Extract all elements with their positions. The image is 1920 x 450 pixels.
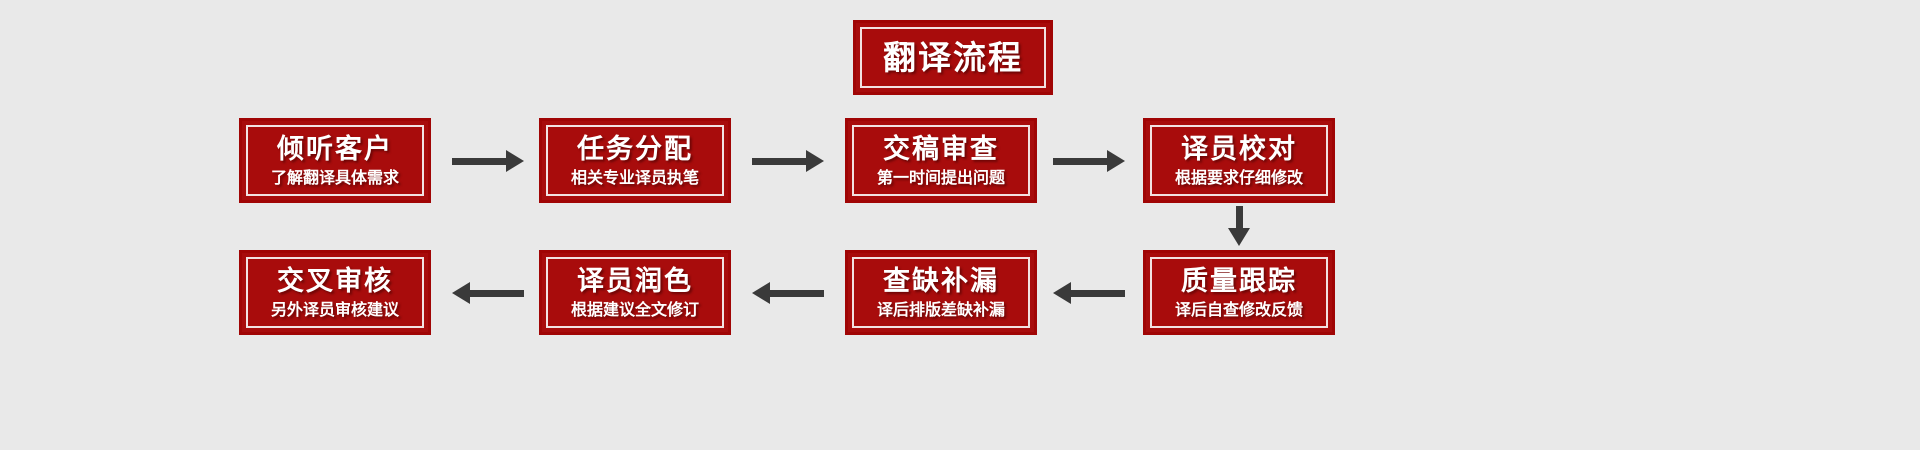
process-node-7[interactable]: 译员润色 根据建议全文修订	[537, 248, 733, 337]
arrow-shaft	[1071, 289, 1125, 297]
arrow-head	[1107, 150, 1125, 172]
process-node-8-subtitle: 另外译员审核建议	[270, 299, 399, 319]
arrow-left-icon-6-to-7	[752, 282, 824, 304]
process-node-5[interactable]: 质量跟踪 译后自查修改反馈	[1141, 248, 1337, 337]
process-node-2-subtitle: 相关专业译员执笔	[570, 167, 699, 187]
arrow-left-icon-7-to-8	[452, 282, 524, 304]
arrow-head	[1228, 228, 1250, 246]
arrow-shaft	[452, 157, 506, 165]
arrow-right-icon-1-to-2	[452, 150, 524, 172]
process-node-5-heading: 质量跟踪	[1181, 265, 1297, 297]
process-node-4[interactable]: 译员校对 根据要求仔细修改	[1141, 116, 1337, 205]
process-node-1-subtitle: 了解翻译具体需求	[270, 167, 399, 187]
arrow-head	[806, 150, 824, 172]
process-node-7-heading: 译员润色	[577, 265, 693, 297]
diagram-title-text: 翻译流程	[883, 38, 1023, 77]
arrow-head	[1053, 282, 1071, 304]
arrow-head	[752, 282, 770, 304]
arrow-shaft	[770, 289, 824, 297]
arrow-shaft	[752, 157, 806, 165]
process-node-3[interactable]: 交稿审查 第一时间提出问题	[843, 116, 1039, 205]
process-node-6-subtitle: 译后排版差缺补漏	[876, 299, 1005, 319]
process-node-5-subtitle: 译后自查修改反馈	[1174, 299, 1303, 319]
process-node-7-subtitle: 根据建议全文修订	[570, 299, 699, 319]
arrow-head	[506, 150, 524, 172]
process-node-4-subtitle: 根据要求仔细修改	[1174, 167, 1303, 187]
process-node-8-heading: 交叉审核	[277, 265, 393, 297]
process-node-2[interactable]: 任务分配 相关专业译员执笔	[537, 116, 733, 205]
arrow-right-icon-2-to-3	[752, 150, 824, 172]
process-node-1-heading: 倾听客户	[277, 133, 393, 165]
arrow-right-icon-3-to-4	[1053, 150, 1125, 172]
process-node-1[interactable]: 倾听客户 了解翻译具体需求	[237, 116, 433, 205]
arrow-shaft	[470, 289, 524, 297]
arrow-head	[452, 282, 470, 304]
arrow-left-icon-5-to-6	[1053, 282, 1125, 304]
process-node-3-subtitle: 第一时间提出问题	[876, 167, 1005, 187]
process-node-8[interactable]: 交叉审核 另外译员审核建议	[237, 248, 433, 337]
process-node-6-heading: 查缺补漏	[883, 265, 999, 297]
arrow-shaft	[1053, 157, 1107, 165]
arrow-down-icon-4-to-5	[1228, 206, 1250, 246]
process-node-6[interactable]: 查缺补漏 译后排版差缺补漏	[843, 248, 1039, 337]
process-node-4-heading: 译员校对	[1181, 133, 1297, 165]
arrow-shaft	[1235, 206, 1243, 228]
process-node-3-heading: 交稿审查	[883, 133, 999, 165]
process-node-2-heading: 任务分配	[577, 133, 693, 165]
diagram-title-box: 翻译流程	[851, 18, 1055, 97]
